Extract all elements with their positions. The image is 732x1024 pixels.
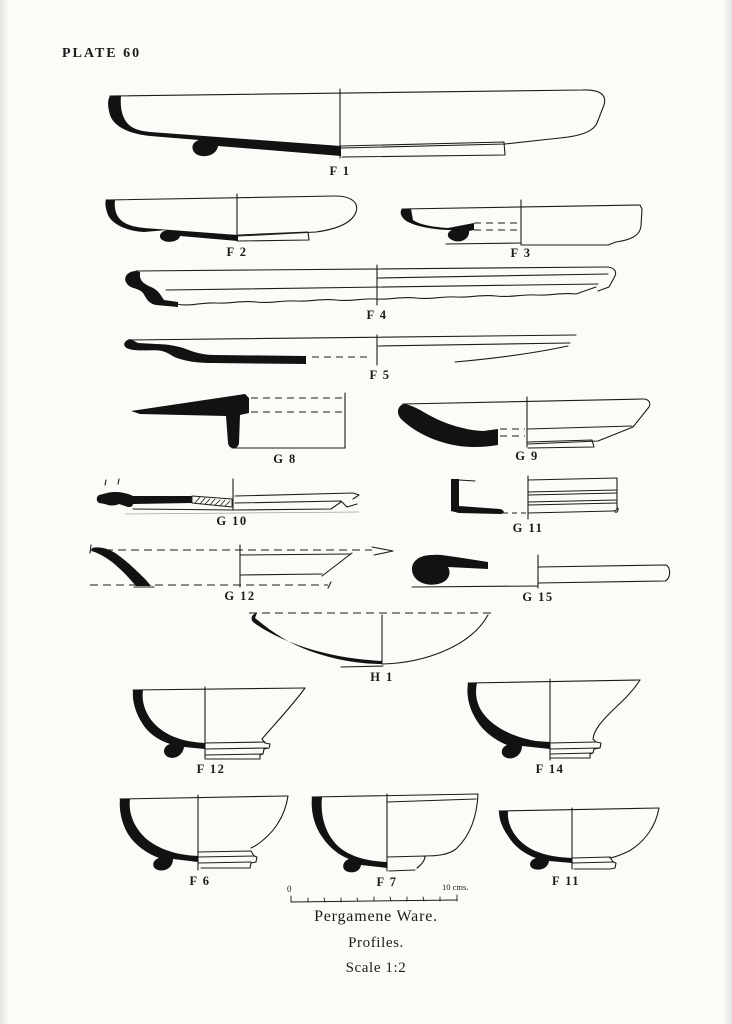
scan-edge-left xyxy=(0,0,9,1024)
g9-profile-drawing xyxy=(397,393,660,449)
f4-label: F 4 xyxy=(366,308,388,322)
figure-f1: F 1 xyxy=(100,86,615,178)
figure-f11: F 11 xyxy=(491,805,663,888)
figure-g12: G 12 xyxy=(88,542,396,603)
g11-label: G 11 xyxy=(512,521,544,535)
f2-label: F 2 xyxy=(226,245,248,259)
g15-label: G 15 xyxy=(522,590,554,604)
g12-label: G 12 xyxy=(224,589,256,603)
figure-f5: F 5 xyxy=(120,332,582,382)
figure-f2: F 2 xyxy=(100,191,370,259)
f5-label: F 5 xyxy=(369,368,391,382)
f12-label: F 12 xyxy=(196,762,226,776)
figure-f14: F 14 xyxy=(462,676,644,776)
g10-label: G 10 xyxy=(216,514,248,528)
g11-profile-drawing xyxy=(451,471,627,521)
h1-label: H 1 xyxy=(370,670,394,684)
g15-profile-drawing xyxy=(408,548,673,590)
f14-label: F 14 xyxy=(535,762,565,776)
f1-label: F 1 xyxy=(329,164,351,178)
h1-profile-drawing xyxy=(245,606,497,670)
f12-profile-drawing xyxy=(126,684,312,762)
f14-profile-drawing xyxy=(467,676,644,762)
g8-label: G 8 xyxy=(273,452,297,466)
f7-profile-drawing xyxy=(301,791,487,873)
f7-label: F 7 xyxy=(376,875,398,889)
scale-bar-ten-label: 10 cms. xyxy=(442,882,469,892)
caption-profiles: Profiles. xyxy=(348,935,404,951)
f4-profile-drawing xyxy=(125,263,625,307)
figure-f4: F 4 xyxy=(120,263,625,322)
f6-label: F 6 xyxy=(189,874,211,888)
caption-ware: Pergamene Ware. xyxy=(314,908,438,925)
caption-scale: Scale 1:2 xyxy=(345,960,407,976)
figure-f3: F 3 xyxy=(396,196,646,260)
figure-f7: F 7 xyxy=(301,791,487,889)
g9-label: G 9 xyxy=(515,449,539,463)
f5-profile-drawing xyxy=(124,332,582,368)
f11-label: F 11 xyxy=(551,874,581,888)
figure-f12: F 12 xyxy=(126,684,312,776)
f3-label: F 3 xyxy=(510,246,532,260)
figure-g8: G 8 xyxy=(128,390,353,466)
f3-profile-drawing xyxy=(400,196,646,246)
scan-edge-right xyxy=(723,0,732,1024)
figure-g10: G 10 xyxy=(95,477,365,528)
scale-bar: 0 10 cms. xyxy=(284,882,484,908)
figure-f6: F 6 xyxy=(111,792,297,888)
f11-profile-drawing xyxy=(491,805,663,870)
f1-profile-drawing xyxy=(108,86,615,162)
f2-profile-drawing xyxy=(105,191,370,242)
figure-g11: G 11 xyxy=(445,471,627,535)
g8-profile-drawing xyxy=(131,390,353,452)
g10-profile-drawing xyxy=(96,477,365,515)
figure-h1: H 1 xyxy=(245,606,497,684)
g12-profile-drawing xyxy=(88,542,396,590)
figure-g15: G 15 xyxy=(408,548,673,604)
plate-number: PLATE 60 xyxy=(62,46,142,61)
scale-bar-zero-label: 0 xyxy=(287,884,292,894)
plate-caption: Pergamene Ware. Profiles. Scale 1:2 xyxy=(246,908,506,977)
f6-profile-drawing xyxy=(111,792,297,874)
scale-bar-rule xyxy=(290,894,458,903)
figure-g9: G 9 xyxy=(395,393,660,463)
